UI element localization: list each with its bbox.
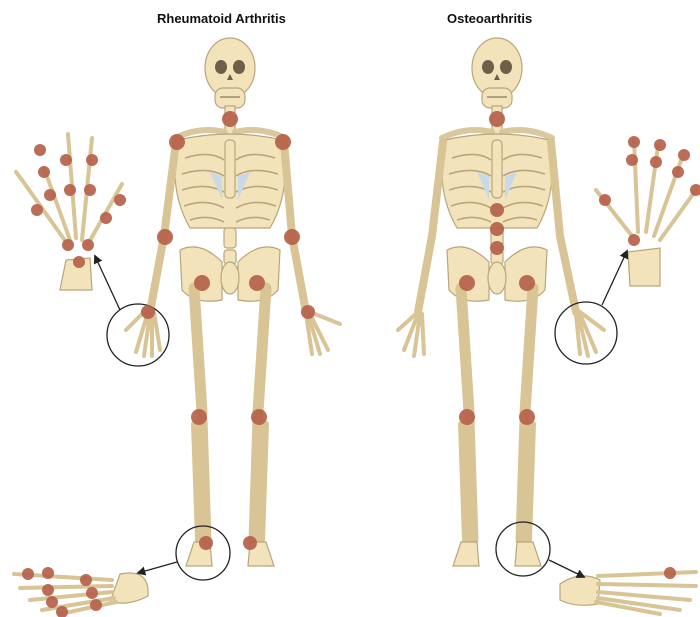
ra-hand-joint	[84, 184, 96, 196]
oa-hand-joint	[628, 234, 640, 246]
ra-joint-wrist-left	[141, 305, 155, 319]
ra-joint-shoulder-left	[169, 134, 185, 150]
ra-hand-joint	[73, 256, 85, 268]
oa-hand-joint	[628, 136, 640, 148]
oa-hand-closeup	[596, 140, 696, 286]
ra-hand-joint	[38, 166, 50, 178]
oa-hand-joint	[599, 194, 611, 206]
ra-hand-magnifier	[107, 304, 169, 366]
ra-hand-joint	[44, 189, 56, 201]
ra-joint-elbow-right	[284, 229, 300, 245]
ra-foot-joint	[86, 587, 98, 599]
ra-joint-ankle-left	[199, 536, 213, 550]
ra-joint-wrist-right	[301, 305, 315, 319]
oa-foot-joint	[664, 567, 676, 579]
ra-joint-knee-left	[191, 409, 207, 425]
ra-joint-knee-right	[251, 409, 267, 425]
ra-hand-joint	[114, 194, 126, 206]
ra-hand-joint	[62, 239, 74, 251]
oa-joint-neck	[489, 111, 505, 127]
oa-hand-joint	[654, 139, 666, 151]
ra-joint-hip-right	[249, 275, 265, 291]
oa-foot-arrow	[549, 560, 584, 577]
ra-hand-joint	[64, 184, 76, 196]
oa-foot-closeup	[560, 572, 696, 614]
oa-joint-hip-right	[519, 275, 535, 291]
ra-hand-arrow	[95, 256, 120, 310]
ra-foot-joint	[42, 584, 54, 596]
ra-foot-joint	[22, 568, 34, 580]
ra-foot-joint	[46, 596, 58, 608]
oa-hand-joint	[650, 156, 662, 168]
oa-hand-joint	[672, 166, 684, 178]
ra-joint-ankle-right	[243, 536, 257, 550]
ra-hand-joint	[34, 144, 46, 156]
ra-foot-joint	[42, 567, 54, 579]
ra-foot-arrow	[138, 562, 177, 573]
oa-joint-knee-left	[459, 409, 475, 425]
oa-joint-spine	[490, 241, 504, 255]
oa-joint-spine	[490, 222, 504, 236]
oa-hand-joint	[678, 149, 690, 161]
oa-hand-joint	[626, 154, 638, 166]
ra-foot-joint	[90, 599, 102, 611]
ra-hand-joint	[100, 212, 112, 224]
oa-joint-spine	[490, 203, 504, 217]
ra-hand-joint	[86, 154, 98, 166]
ra-joint-neck	[222, 111, 238, 127]
ra-hand-joint	[82, 239, 94, 251]
ra-joint-hip-left	[194, 275, 210, 291]
ra-hand-joint	[60, 154, 72, 166]
oa-joint-knee-right	[519, 409, 535, 425]
oa-hand-arrow	[602, 251, 627, 305]
ra-joint-shoulder-right	[275, 134, 291, 150]
ra-hand-joint	[31, 204, 43, 216]
oa-joint-hip-left	[459, 275, 475, 291]
ra-joint-elbow-left	[157, 229, 173, 245]
ra-foot-joint	[80, 574, 92, 586]
